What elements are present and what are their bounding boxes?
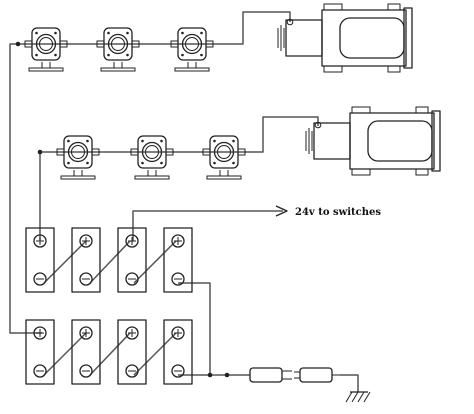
label-24v-to-switches: 24v to switches (295, 207, 381, 218)
battery-icon (71, 227, 101, 293)
arrow-24v (275, 205, 288, 217)
battery-icon (117, 227, 147, 293)
wire-pump-row-2-to-cylinder-2 (40, 116, 319, 153)
pump-motor-icon (24, 27, 68, 72)
series-links-upper (43, 240, 177, 284)
battery-bank-upper (25, 227, 193, 293)
pump-motor-icon (96, 27, 140, 72)
battery-icon (25, 319, 55, 385)
series-links-lower (43, 332, 177, 376)
battery-icon (25, 227, 55, 293)
pump-motor-icon (130, 135, 174, 180)
battery-bank-lower (25, 319, 193, 385)
pump-row-2 (56, 135, 246, 180)
pump-motor-icon (56, 135, 100, 180)
pump-row-1 (24, 27, 214, 72)
hydraulic-cylinder-icon (305, 106, 441, 176)
pump-motor-icon (170, 27, 214, 72)
junction-dots (15, 41, 230, 378)
battery-icon (71, 319, 101, 385)
hydraulic-cylinder-icon (277, 3, 413, 73)
wire-upper-bank-negative (178, 282, 211, 375)
ground-icon (345, 391, 371, 403)
wire-to-ground (340, 374, 359, 392)
wire-24v-to-switches (132, 210, 283, 241)
plug-connector-icon (249, 367, 340, 383)
wire-pump-row-1-to-cylinder-1 (18, 11, 291, 45)
pump-motor-icon (202, 135, 246, 180)
battery-icon (117, 319, 147, 385)
